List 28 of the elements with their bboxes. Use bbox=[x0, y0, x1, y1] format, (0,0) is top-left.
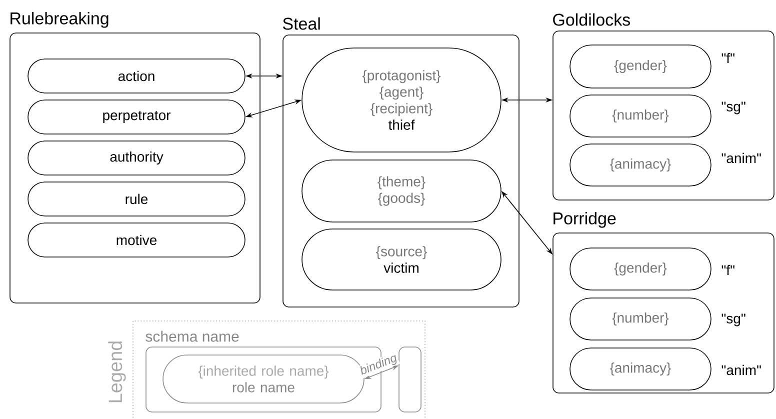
role-pill: {gender} bbox=[570, 44, 712, 88]
role-pill: {number} bbox=[570, 94, 712, 138]
role-pill: action bbox=[28, 58, 246, 94]
schema-heading: schema name bbox=[146, 330, 239, 342]
role-pill: {protagonist} {agent} {recipient} thief bbox=[302, 48, 502, 152]
edge-label: binding bbox=[357, 351, 400, 379]
value-label: "sg" bbox=[722, 314, 746, 326]
schema-heading: Rulebreaking bbox=[10, 12, 108, 28]
role-pill: {number} bbox=[570, 298, 712, 340]
schema-heading: Porridge bbox=[554, 212, 616, 228]
role-pill: {theme} {goods} bbox=[302, 160, 502, 222]
schema-heading: Goldilocks bbox=[553, 13, 630, 26]
role-pill: {source} victim bbox=[302, 228, 502, 290]
value-label: "anim" bbox=[722, 364, 761, 376]
role-pill: {animacy} bbox=[570, 144, 712, 186]
value-label: "anim" bbox=[722, 152, 761, 164]
value-label: "f" bbox=[722, 264, 734, 276]
legend-heading: Legend bbox=[108, 342, 126, 402]
role-pill: {animacy} bbox=[570, 348, 712, 390]
schema-heading: Steal bbox=[282, 17, 320, 30]
value-label: "sg" bbox=[722, 102, 746, 114]
role-pill: perpetrator bbox=[28, 100, 246, 134]
role-pill: {gender} bbox=[570, 248, 712, 290]
role-pill: rule bbox=[28, 182, 246, 216]
value-label: "f" bbox=[722, 52, 734, 64]
role-pill: motive bbox=[28, 222, 246, 258]
role-pill: authority bbox=[28, 140, 246, 176]
box bbox=[398, 346, 422, 412]
